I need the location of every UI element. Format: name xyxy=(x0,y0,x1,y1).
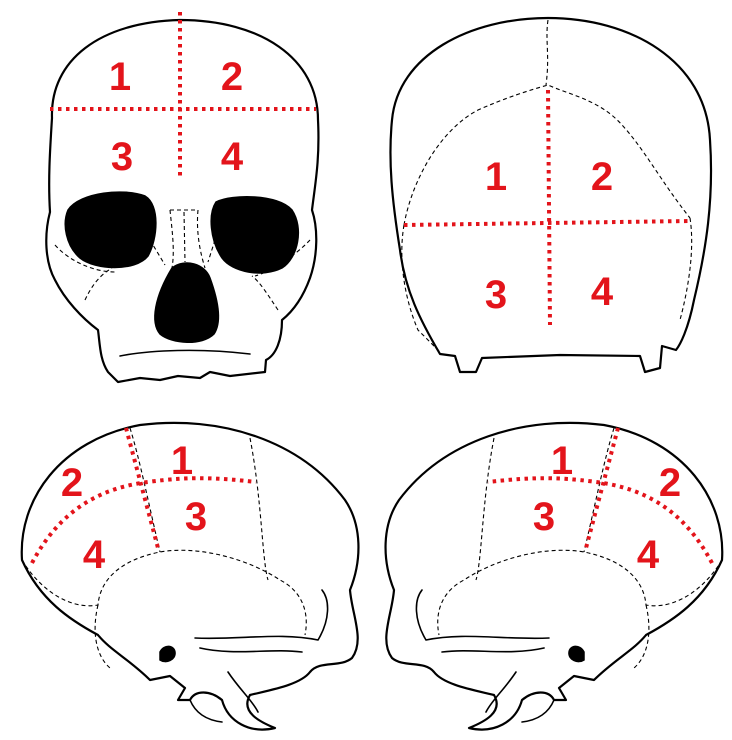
frontal-label-1: 1 xyxy=(109,55,131,99)
posterior-label-4: 4 xyxy=(591,270,614,314)
right-label-2: 2 xyxy=(659,461,681,505)
frontal-label-3: 3 xyxy=(111,135,133,179)
posterior-label-2: 2 xyxy=(591,155,613,199)
right-ear-canal xyxy=(569,646,584,661)
right-label-4: 4 xyxy=(637,533,660,577)
frontal-label-2: 2 xyxy=(221,55,243,99)
left-ear-canal xyxy=(160,646,175,661)
right-label-3: 3 xyxy=(533,495,555,539)
skull-right-lateral-view: 1 2 3 4 xyxy=(386,423,723,730)
skull-frontal-view: 1 2 3 4 xyxy=(46,12,318,382)
posterior-label-3: 3 xyxy=(485,273,507,317)
left-label-2: 2 xyxy=(61,461,83,505)
left-label-4: 4 xyxy=(83,533,106,577)
left-orbit xyxy=(65,192,156,267)
right-label-1: 1 xyxy=(551,439,573,483)
skull-left-lateral-view: 1 2 3 4 xyxy=(22,423,359,730)
skull-posterior-view: 1 2 3 4 xyxy=(390,18,711,372)
posterior-label-1: 1 xyxy=(485,155,507,199)
left-label-1: 1 xyxy=(171,439,193,483)
right-orbit xyxy=(211,197,298,273)
frontal-label-4: 4 xyxy=(221,135,244,179)
left-label-3: 3 xyxy=(185,495,207,539)
